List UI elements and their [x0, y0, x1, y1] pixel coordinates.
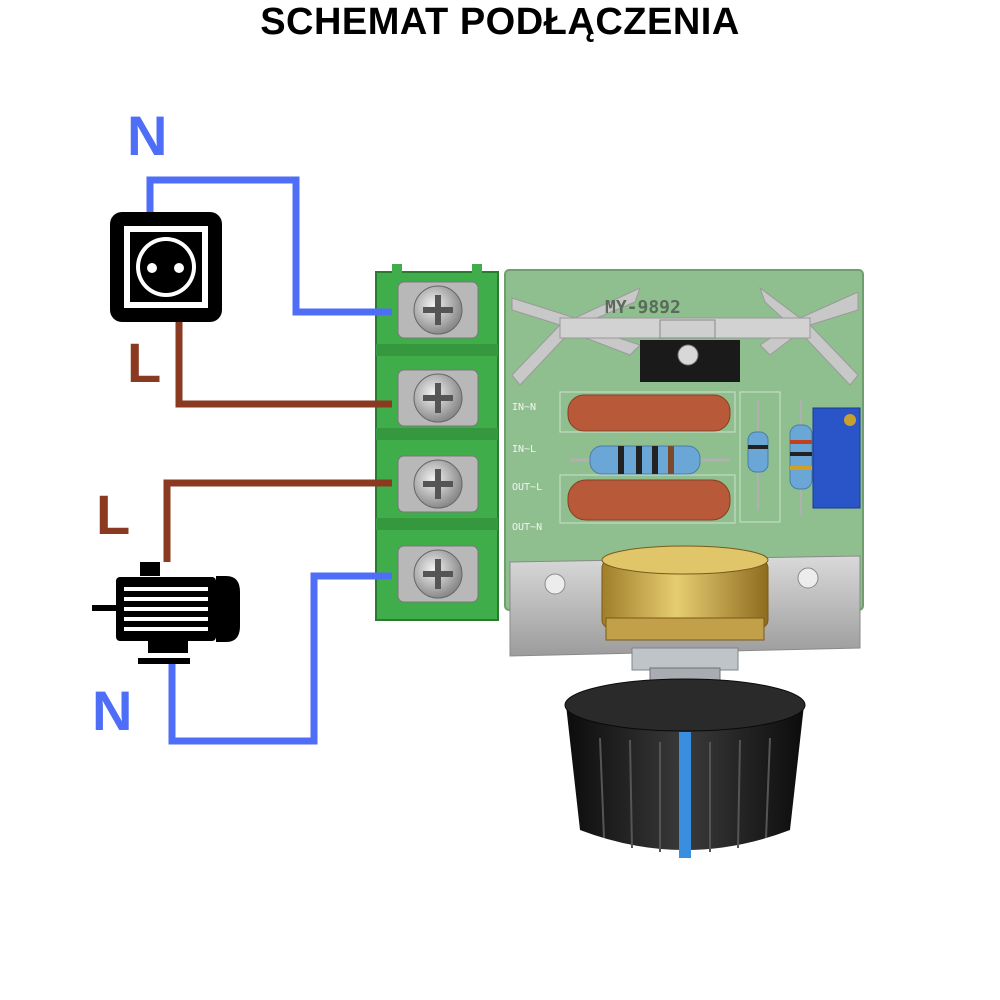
capacitor-top: [567, 394, 731, 432]
rotary-knob[interactable]: [564, 678, 806, 858]
bracket-hole-right: [797, 567, 819, 589]
triac: [640, 319, 740, 382]
resistor-vertical-left: [747, 400, 769, 510]
label-motor-live: L: [96, 483, 130, 546]
pin-label-out-n: OUT~N: [512, 522, 542, 533]
label-socket-live: L: [127, 331, 161, 394]
pin-label-in-l: IN~L: [512, 444, 536, 455]
terminal-screw-in-l[interactable]: [397, 369, 479, 427]
power-socket-icon: [110, 212, 222, 322]
wire-output-neutral: [168, 572, 392, 745]
pin-label-in-n: IN~N: [512, 402, 536, 413]
terminal-screw-in-n[interactable]: [397, 281, 479, 339]
page-title: SCHEMAT PODŁĄCZENIA: [260, 1, 740, 43]
potentiometer-nut: [631, 647, 739, 671]
wire-output-live: [163, 479, 392, 562]
bracket-hole-left: [544, 573, 566, 595]
resistor-vertical-right: [789, 400, 813, 515]
knob-marker: [679, 732, 691, 858]
pcb-traces: [559, 391, 781, 524]
terminal-screw-out-l[interactable]: [397, 455, 479, 513]
board-model-label: MY-9892: [605, 297, 681, 318]
label-socket-neutral: N: [127, 104, 167, 167]
terminal-screw-out-n[interactable]: [397, 545, 479, 603]
pin-label-out-l: OUT~L: [512, 482, 542, 493]
main-potentiometer: [601, 545, 769, 641]
wire-input-neutral: [146, 176, 392, 316]
dimmer-board: MY-9892 IN~N IN~L OUT~L OUT~N: [504, 269, 864, 858]
capacitor-bottom: [567, 479, 731, 521]
trimmer-potentiometer: [812, 407, 861, 509]
electric-motor-icon: [92, 562, 240, 664]
resistor-horizontal: [570, 445, 730, 475]
label-motor-neutral: N: [92, 679, 132, 742]
